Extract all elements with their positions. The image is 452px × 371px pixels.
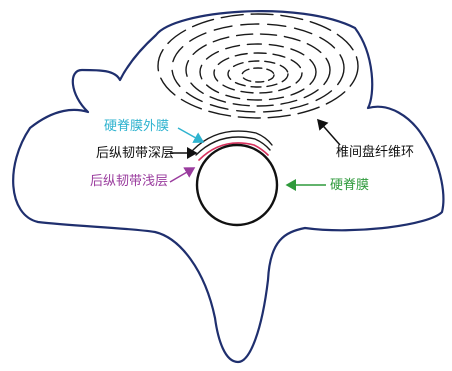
plg-superficial-arrow xyxy=(170,168,194,182)
label-annulus-fibrosus: 椎间盘纤维环 xyxy=(336,146,414,159)
epidural-membrane-arrow xyxy=(178,128,203,142)
label-plg-deep: 后纵韧带深层 xyxy=(96,147,174,160)
vertebra-outline xyxy=(13,11,443,362)
label-dura: 硬脊膜 xyxy=(330,179,369,192)
dural-sac-circle xyxy=(197,145,277,225)
annulus-arrow xyxy=(318,120,340,145)
label-plg-superficial: 后纵韧带浅层 xyxy=(90,175,168,188)
label-epidural-membrane: 硬脊膜外膜 xyxy=(104,120,169,133)
annulus-fibrosus-rings xyxy=(158,14,358,118)
